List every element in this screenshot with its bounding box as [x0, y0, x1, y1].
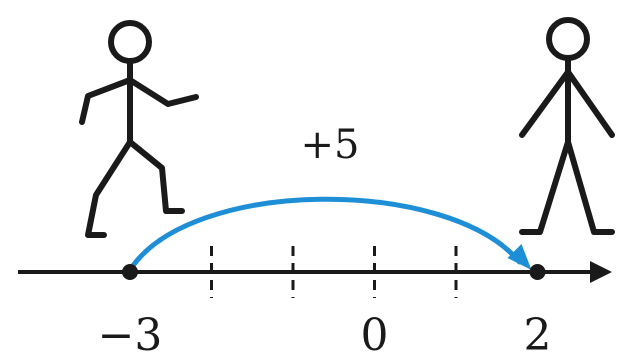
jump-label: +5	[301, 122, 360, 168]
tick-label: 0	[361, 310, 389, 361]
axis-arrow-icon	[590, 261, 612, 283]
tick-label: −3	[98, 310, 163, 361]
arc-arrowhead-icon	[508, 244, 532, 270]
end-point	[530, 264, 546, 280]
tick-labels: −3 0 2	[98, 310, 552, 361]
jump-arc	[130, 199, 520, 270]
standing-person-icon	[522, 20, 612, 232]
walking-person-icon	[82, 23, 196, 235]
start-point	[122, 264, 138, 280]
tick-label: 2	[524, 310, 552, 361]
